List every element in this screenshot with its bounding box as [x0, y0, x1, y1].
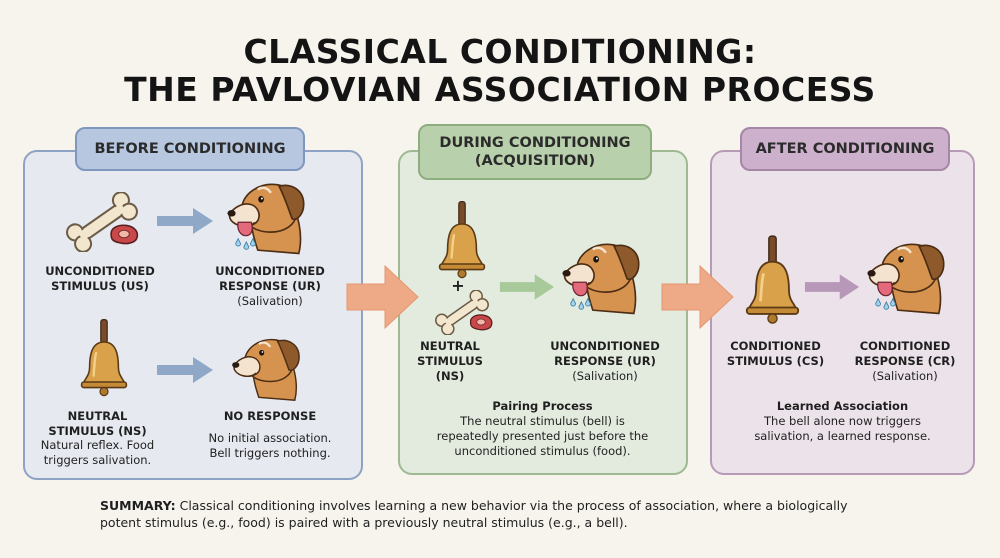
ur-label: UNCONDITIONED RESPONSE (UR) (Salivation) — [215, 264, 325, 308]
bell-icon — [438, 200, 486, 280]
saliva-drops-icon — [560, 238, 642, 320]
dog-icon — [230, 334, 302, 406]
tab-after-conditioning: AFTER CONDITIONING — [740, 127, 950, 171]
saliva-drops-icon — [865, 238, 947, 320]
learned-association-text: Learned Association The bell alone now t… — [754, 399, 931, 443]
arrow-icon — [804, 274, 860, 300]
bell-icon — [80, 318, 128, 398]
page-title-line-2: THE PAVLOVIAN ASSOCIATION PROCESS — [124, 70, 876, 109]
tab-label: AFTER CONDITIONING — [755, 141, 935, 157]
no-response-description: No initial association. Bell triggers no… — [208, 431, 332, 460]
arrow-icon — [157, 357, 213, 383]
cr-label: CONDITIONED RESPONSE (CR) (Salivation) — [854, 339, 956, 383]
big-arrow-icon — [346, 264, 419, 330]
summary-label: SUMMARY: — [100, 498, 176, 513]
during-ur-label: UNCONDITIONED RESPONSE (UR) (Salivation) — [550, 339, 660, 383]
tab-label-line-1: DURING CONDITIONING — [439, 135, 631, 151]
summary-line-1: Classical conditioning involves learning… — [175, 498, 848, 513]
tab-label-line-2: (ACQUISITION) — [474, 153, 596, 169]
page-title-line-1: CLASSICAL CONDITIONING: — [243, 32, 757, 71]
saliva-drops-icon — [225, 178, 307, 260]
bell-icon — [745, 234, 800, 326]
pairing-process-text: Pairing Process The neutral stimulus (be… — [436, 399, 649, 458]
cs-label: CONDITIONED STIMULUS (CS) — [726, 339, 825, 368]
tab-label: BEFORE CONDITIONING — [94, 141, 286, 157]
meat-icon — [108, 222, 140, 246]
during-ns-label: NEUTRAL STIMULUS (NS) — [417, 339, 483, 383]
tab-during-conditioning: DURING CONDITIONING (ACQUISITION) — [418, 124, 652, 180]
arrow-icon — [157, 208, 213, 234]
summary-line-2: potent stimulus (e.g., food) is paired w… — [100, 515, 628, 530]
plus-sign: + — [451, 276, 465, 295]
meat-icon — [468, 312, 494, 332]
ns-label: NEUTRAL STIMULUS (NS) — [48, 409, 147, 438]
big-arrow-icon — [661, 264, 734, 330]
during-conditioning-panel — [398, 150, 688, 475]
arrow-icon — [499, 274, 555, 300]
us-label: UNCONDITIONED STIMULUS (US) — [45, 264, 155, 293]
ns-description: Natural reflex. Food triggers salivation… — [40, 438, 155, 467]
before-conditioning-panel — [23, 150, 363, 480]
no-response-label: NO RESPONSE — [223, 409, 317, 423]
summary-text: SUMMARY: Classical conditioning involves… — [100, 497, 930, 531]
tab-before-conditioning: BEFORE CONDITIONING — [75, 127, 305, 171]
